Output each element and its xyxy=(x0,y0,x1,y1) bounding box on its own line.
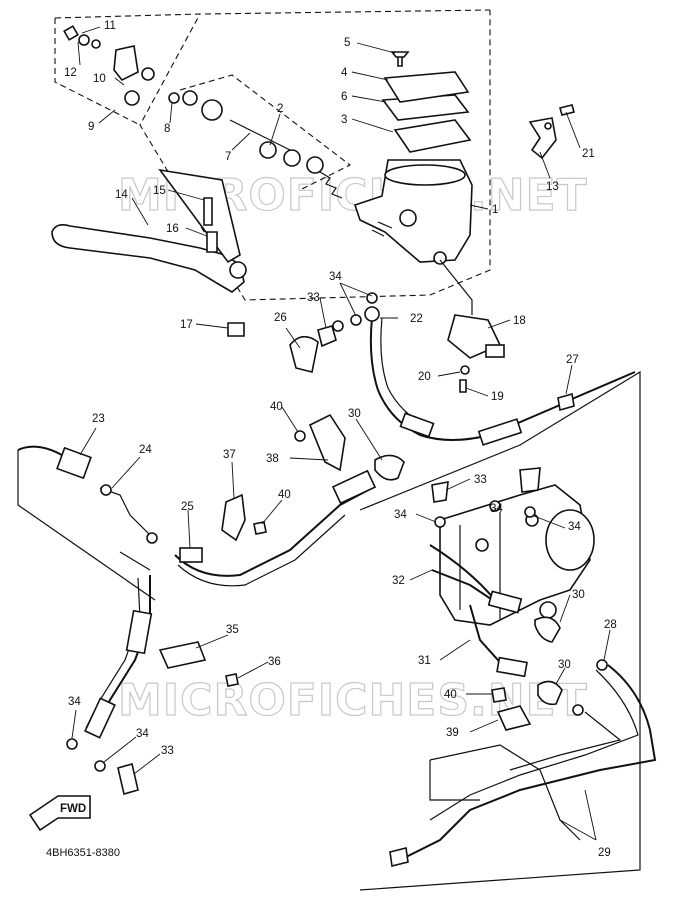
callout-33-upper: 33 xyxy=(307,292,320,304)
callout-35: 35 xyxy=(226,624,239,636)
callout-33-abs: 33 xyxy=(474,474,487,486)
callout-13: 13 xyxy=(546,181,559,193)
leader-lines xyxy=(71,26,611,841)
callout-1: 1 xyxy=(492,204,498,216)
callout-25: 25 xyxy=(181,501,194,513)
callout-34-left: 34 xyxy=(68,696,81,708)
cover-26 xyxy=(289,335,319,373)
callout-36: 36 xyxy=(268,656,281,668)
callout-17: 17 xyxy=(180,319,193,331)
clamp-and-grommet-middle xyxy=(294,413,405,481)
abs-hydraulic-unit xyxy=(431,467,595,626)
fwd-label: FWD xyxy=(60,803,86,815)
callout-20: 20 xyxy=(418,371,431,383)
lower-left-brake-hose xyxy=(66,575,239,796)
lower-right-fittings xyxy=(491,680,563,731)
brake-hose-22 xyxy=(364,306,561,446)
callout-23: 23 xyxy=(92,413,105,425)
brake-switch xyxy=(439,259,505,393)
callout-8: 8 xyxy=(164,123,170,135)
callout-38: 38 xyxy=(266,453,279,465)
brake-hose-27 xyxy=(557,371,636,412)
master-cylinder-body xyxy=(353,159,473,265)
callout-40-mid: 40 xyxy=(278,489,291,501)
callout-10: 10 xyxy=(93,73,106,85)
callout-4: 4 xyxy=(341,67,348,79)
callout-34-left2: 34 xyxy=(136,728,149,740)
callout-26: 26 xyxy=(274,312,287,324)
callout-40-upper: 40 xyxy=(270,401,283,413)
union-bolt-and-washers-upper xyxy=(317,292,378,348)
left-hose-region-outline xyxy=(17,450,156,601)
callout-30-upper: 30 xyxy=(348,408,361,420)
callout-29: 29 xyxy=(598,847,611,859)
callout-39: 39 xyxy=(446,727,459,739)
callout-27: 27 xyxy=(566,354,579,366)
stay-37 xyxy=(221,493,267,542)
callout-24: 24 xyxy=(139,444,152,456)
callout-40-low: 40 xyxy=(444,689,457,701)
master-cylinder-assembly-outline xyxy=(54,9,491,301)
callout-21: 21 xyxy=(582,148,595,160)
callout-30-low: 30 xyxy=(558,659,571,671)
left-brake-hoses xyxy=(17,445,377,587)
callout-labels: 11 12 10 9 8 2 7 5 4 6 3 1 21 13 14 15 1… xyxy=(64,20,617,859)
callout-30-abs: 30 xyxy=(572,589,585,601)
lever-adjuster-parts xyxy=(63,25,180,106)
callout-34-abs-mid: 34 xyxy=(490,503,503,515)
callout-15: 15 xyxy=(153,185,166,197)
callout-14: 14 xyxy=(115,189,128,201)
callout-6: 6 xyxy=(341,91,347,103)
callout-33-left: 33 xyxy=(161,745,174,757)
abs-pipes xyxy=(429,544,561,678)
callout-31: 31 xyxy=(418,655,431,667)
callout-12: 12 xyxy=(64,67,77,79)
callout-9: 9 xyxy=(88,121,94,133)
diagram-code: 4BH6351-8380 xyxy=(46,847,120,859)
callout-34-abs-left: 34 xyxy=(394,509,407,521)
callout-2: 2 xyxy=(277,103,283,115)
callout-11: 11 xyxy=(104,20,116,32)
callout-7: 7 xyxy=(225,151,231,163)
callout-16: 16 xyxy=(166,223,179,235)
callout-22: 22 xyxy=(410,313,423,325)
fwd-arrow-icon: FWD xyxy=(28,795,91,832)
rear-brake-hoses xyxy=(389,659,657,867)
callout-28: 28 xyxy=(604,619,617,631)
callout-37: 37 xyxy=(223,449,236,461)
piston-kit xyxy=(179,74,352,199)
callout-32: 32 xyxy=(392,575,405,587)
master-cylinder-holder xyxy=(528,104,575,160)
callout-34-abs-right: 34 xyxy=(568,521,581,533)
abs-region-outline xyxy=(359,370,641,891)
callout-3: 3 xyxy=(341,114,347,126)
callout-34-upper: 34 xyxy=(329,271,342,283)
reservoir-cap-stack xyxy=(381,51,472,153)
callout-18: 18 xyxy=(513,315,526,327)
callout-5: 5 xyxy=(344,37,350,49)
callout-19: 19 xyxy=(491,391,504,403)
